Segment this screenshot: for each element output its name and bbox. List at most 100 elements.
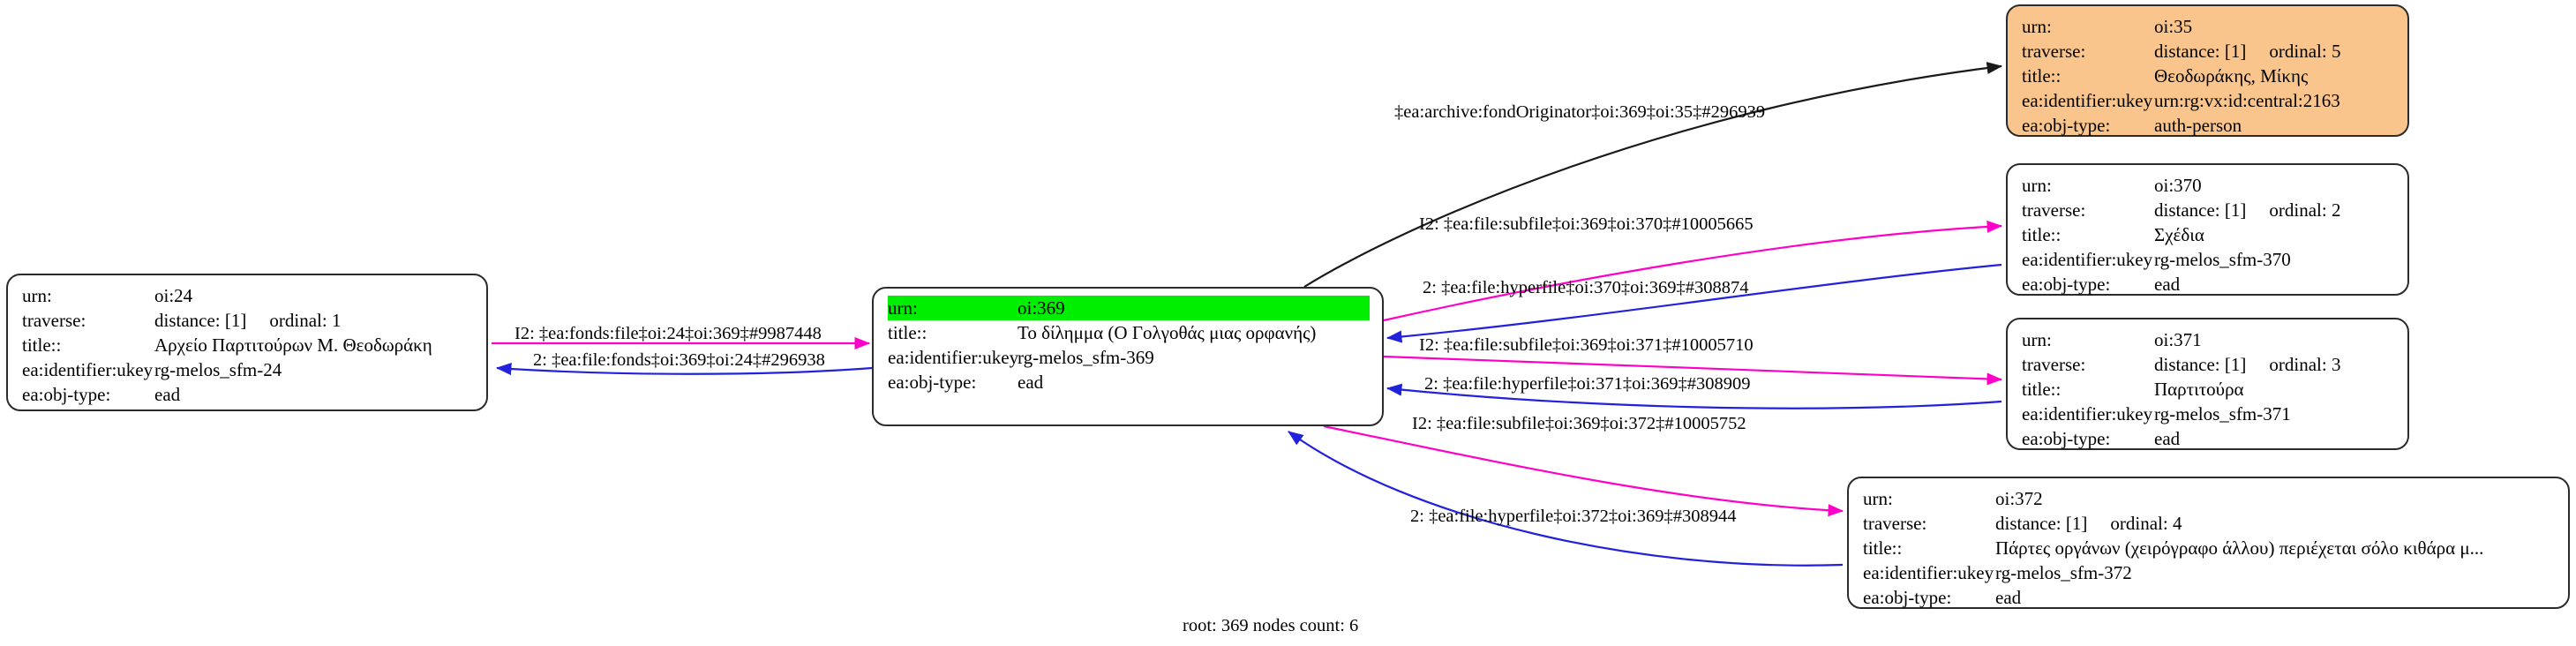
edge-fond-originator — [1303, 62, 2003, 288]
node-oi369-root[interactable]: urn: oi:369 title:: Το δίλημμα (Ο Γολγοθ… — [872, 287, 1384, 426]
node-row-ukey: ea:identifier:ukey rg-melos_sfm-371 — [2022, 402, 2395, 426]
node-row-title: title:: Θεοδωράκης, Μίκης — [2022, 64, 2395, 88]
field-value-objtype: ead — [2154, 428, 2181, 449]
node-row-ukey: ea:identifier:ukey rg-melos_sfm-24 — [22, 357, 474, 382]
node-oi35[interactable]: urn: oi:35 traverse: distance: [1] ordina… — [2006, 4, 2409, 137]
field-label-ukey: ea:identifier:ukey — [2022, 403, 2153, 424]
node-row-ukey: ea:identifier:ukey rg-melos_sfm-372 — [1863, 560, 2556, 585]
edge-label-subfile-372: I2: ‡ea:file:subfile‡oi:369‡oi:372‡#1000… — [1412, 414, 1746, 433]
node-row-title: title:: Σχέδια — [2022, 222, 2395, 247]
field-label-title: title:: — [2022, 379, 2062, 400]
node-row-title: title:: Το δίλημμα (Ο Γολγοθάς μιας ορφα… — [888, 320, 1370, 345]
node-row-traverse: traverse: distance: [1]ordinal: 1 — [22, 308, 474, 333]
traverse-distance: distance: [1] — [2154, 199, 2247, 221]
field-value-title: Αρχείο Παρτιτούρων Μ. Θεοδωράκη — [154, 334, 432, 356]
node-row-traverse: traverse: distance: [1] ordinal: 2 — [2022, 198, 2395, 222]
edge-label-hyperfile-372: 2: ‡ea:file:hyperfile‡oi:372‡oi:369‡#308… — [1410, 507, 1737, 526]
field-label-title: title:: — [888, 322, 928, 343]
field-value-traverse: distance: [1] ordinal: 3 — [2154, 352, 2395, 377]
edge-label-fond-originator: ‡ea:archive:fondOriginator‡oi:369‡oi:35‡… — [1394, 102, 1766, 122]
field-label-ukey: ea:identifier:ukey — [888, 347, 1019, 368]
field-label-title: title:: — [2022, 65, 2062, 86]
field-value-title: Πάρτες οργάνων (χειρόγραφο άλλου) περιέχ… — [1995, 537, 2484, 559]
node-oi24[interactable]: urn: oi:24 traverse: distance: [1]ordina… — [6, 274, 488, 411]
edge-label-subfile-371: I2: ‡ea:file:subfile‡oi:369‡oi:371‡#1000… — [1419, 335, 1754, 355]
field-value-objtype: ead — [154, 384, 181, 405]
field-label-objtype: ea:obj-type: — [2022, 115, 2111, 136]
field-value-traverse: distance: [1] ordinal: 1 — [154, 308, 474, 333]
field-value-ukey: rg-melos_sfm-370 — [2154, 249, 2291, 270]
edge-label-hyperfile-370: 2: ‡ea:file:hyperfile‡oi:370‡oi:369‡#308… — [1423, 278, 1749, 297]
node-row-objtype: ea:obj-type: ead — [22, 382, 474, 407]
traverse-distance: distance: [1] — [154, 310, 247, 331]
node-row-title: title:: Πάρτες οργάνων (χειρόγραφο άλλου… — [1863, 536, 2556, 560]
field-value-ukey: rg-melos_sfm-371 — [2154, 403, 2291, 424]
node-row-objtype: ea:obj-type: ead — [888, 370, 1370, 394]
edge-hyperfile-370 — [1386, 263, 2002, 343]
field-value-urn: oi:369 — [1018, 296, 1370, 320]
field-label-ukey: ea:identifier:ukey — [2022, 249, 2153, 270]
edge-label-subfile-370: I2: ‡ea:file:subfile‡oi:369‡oi:370‡#1000… — [1419, 214, 1754, 234]
field-value-urn: oi:370 — [2154, 175, 2202, 196]
field-label-title: title:: — [22, 334, 62, 356]
node-row-title: title:: Αρχείο Παρτιτούρων Μ. Θεοδωράκη — [22, 333, 474, 357]
field-value-ukey: urn:rg:vx:id:central:2163 — [2154, 90, 2340, 111]
field-label-ukey: ea:identifier:ukey — [1863, 562, 1994, 583]
node-row-urn: urn: oi:372 — [1863, 486, 2556, 511]
field-label-objtype: ea:obj-type: — [22, 384, 111, 405]
node-row-objtype: ea:obj-type: ead — [2022, 272, 2395, 297]
node-row-urn: urn: oi:371 — [2022, 327, 2395, 352]
field-label-traverse: traverse: — [2022, 199, 2086, 221]
field-value-urn: oi:24 — [154, 285, 193, 306]
edge-label-file-fonds: 2: ‡ea:file:fonds‡oi:369‡oi:24‡#296938 — [533, 350, 825, 370]
node-oi372[interactable]: urn: oi:372 traverse: distance: [1]ordin… — [1847, 477, 2570, 609]
field-label-traverse: traverse: — [2022, 354, 2086, 375]
field-label-traverse: traverse: — [1863, 513, 1927, 534]
node-oi370[interactable]: urn: oi:370 traverse: distance: [1] ordin… — [2006, 163, 2409, 296]
field-value-traverse: distance: [1] ordinal: 2 — [2154, 198, 2395, 222]
traverse-distance: distance: [1] — [2154, 41, 2247, 62]
field-value-objtype: ead — [2154, 274, 2181, 295]
field-value-ukey: rg-melos_sfm-24 — [154, 359, 282, 380]
traverse-ordinal: ordinal: 1 — [269, 310, 342, 331]
field-value-title: Το δίλημμα (Ο Γολγοθάς μιας ορφανής) — [1018, 322, 1317, 343]
field-value-objtype: ead — [1018, 372, 1044, 393]
field-label-objtype: ea:obj-type: — [888, 372, 977, 393]
field-label-urn: urn: — [1863, 488, 1893, 509]
traverse-ordinal: ordinal: 5 — [2269, 41, 2341, 62]
node-row-urn: urn: oi:370 — [2022, 173, 2395, 198]
field-value-urn: oi:372 — [1995, 488, 2043, 509]
field-label-urn: urn: — [2022, 175, 2052, 196]
field-label-ukey: ea:identifier:ukey — [22, 359, 154, 380]
edge-label-hyperfile-371: 2: ‡ea:file:hyperfile‡oi:371‡oi:369‡#308… — [1424, 374, 1751, 394]
traverse-ordinal: ordinal: 3 — [2269, 354, 2341, 375]
field-label-objtype: ea:obj-type: — [2022, 274, 2111, 295]
node-row-traverse: traverse: distance: [1]ordinal: 4 — [1863, 511, 2556, 536]
field-value-title: Σχέδια — [2154, 224, 2204, 245]
edge-hyperfile-372 — [1288, 431, 1844, 567]
edge-subfile-370 — [1383, 220, 2003, 322]
traverse-distance: distance: [1] — [2154, 354, 2247, 375]
node-row-urn: urn: oi:35 — [2022, 14, 2395, 39]
node-row-title: title:: Παρτιτούρα — [2022, 377, 2395, 402]
field-value-objtype: auth-person — [2154, 115, 2242, 136]
field-label-traverse: traverse: — [2022, 41, 2086, 62]
field-label-title: title:: — [1863, 537, 1903, 559]
field-value-title: Θεοδωράκης, Μίκης — [2154, 65, 2309, 86]
traverse-ordinal: ordinal: 2 — [2269, 199, 2341, 221]
field-label-urn: urn: — [2022, 16, 2052, 37]
field-value-traverse: distance: [1] ordinal: 5 — [2154, 39, 2395, 64]
field-value-ukey: rg-melos_sfm-369 — [1018, 347, 1154, 368]
edge-label-fonds-file: I2: ‡ea:fonds:file‡oi:24‡oi:369‡#9987448 — [514, 324, 822, 343]
field-label-urn: urn: — [888, 296, 1018, 320]
node-row-objtype: ea:obj-type: auth-person — [2022, 113, 2395, 138]
field-value-urn: oi:371 — [2154, 329, 2202, 350]
node-oi371[interactable]: urn: oi:371 traverse: distance: [1] ordin… — [2006, 318, 2409, 450]
node-row-urn: urn: oi:369 — [888, 296, 1370, 320]
field-value-traverse: distance: [1]ordinal: 4 — [1995, 511, 2556, 536]
field-label-objtype: ea:obj-type: — [1863, 587, 1952, 608]
field-label-title: title:: — [2022, 224, 2062, 245]
node-row-traverse: traverse: distance: [1] ordinal: 3 — [2022, 352, 2395, 377]
field-value-objtype: ead — [1995, 587, 2022, 608]
